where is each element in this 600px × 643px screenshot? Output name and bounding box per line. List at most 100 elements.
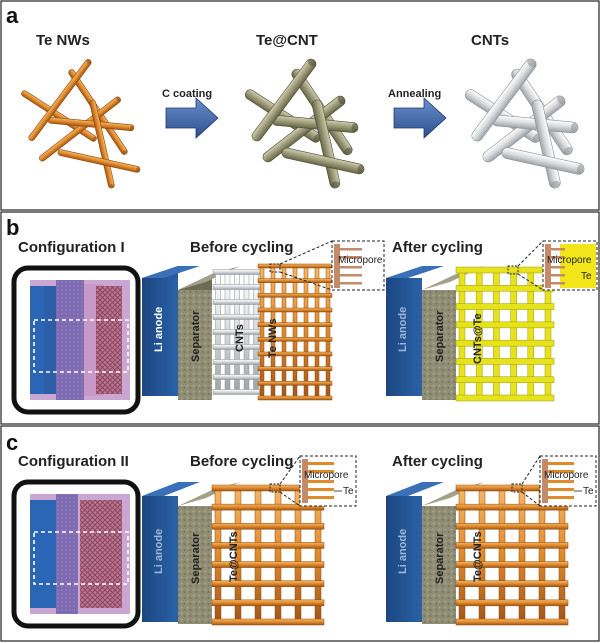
te-cnt-rod bbox=[251, 58, 317, 142]
te-cnt-bar bbox=[211, 503, 325, 511]
cnt-te-grid bbox=[455, 266, 555, 402]
te-cnt-bar bbox=[211, 580, 325, 587]
c-inset2-micropore: Micropore bbox=[544, 470, 589, 481]
panel-a-letter: a bbox=[6, 3, 19, 28]
c-before-title: Before cycling bbox=[190, 453, 293, 470]
te-cnt-rod bbox=[281, 147, 365, 175]
cnt-tubes bbox=[464, 58, 585, 189]
panel-a: a Te NWs Te@CNT CNTs C coating Annealing bbox=[0, 0, 600, 211]
te-nanowire bbox=[57, 149, 141, 173]
cnt-te-bar bbox=[455, 339, 555, 347]
te-cnt-bar bbox=[455, 503, 569, 511]
cnt-te-bar bbox=[455, 358, 555, 365]
te-cnt-bar bbox=[211, 599, 325, 607]
cnt-bar bbox=[212, 374, 262, 380]
te-cnt-bar bbox=[455, 618, 569, 626]
b-anode-label: Li anode bbox=[153, 307, 165, 352]
b-after-anode-label: Li anode bbox=[397, 307, 409, 352]
te-cnt-bar bbox=[455, 561, 569, 568]
arrow-annealing bbox=[393, 97, 447, 139]
c-before-block: Li anode Separator Te@CNTs bbox=[142, 482, 325, 626]
te-nanowire bbox=[28, 59, 92, 141]
te-nw-bar bbox=[257, 307, 333, 313]
cnt-te-bar bbox=[455, 321, 555, 329]
cnt-bar bbox=[212, 284, 262, 290]
cnt-rod bbox=[471, 58, 537, 142]
te-nw-bar bbox=[257, 337, 333, 342]
te-nw-bar bbox=[257, 293, 333, 298]
config-2-title: Configuration II bbox=[18, 453, 129, 470]
c-inset2-te: Te bbox=[583, 486, 594, 497]
c-after-title: After cycling bbox=[392, 453, 483, 470]
config-1-title: Configuration I bbox=[18, 239, 125, 256]
panel-c-letter: c bbox=[6, 430, 18, 455]
arrow-c-coating bbox=[165, 97, 219, 139]
cnt-te-bar bbox=[455, 303, 555, 310]
te-nw-bar bbox=[292, 265, 298, 399]
c-inset-before: Micropore Te bbox=[269, 455, 357, 507]
b-inset-after: Micropore Te bbox=[507, 240, 598, 291]
panel-b-frame bbox=[0, 211, 600, 425]
cnt-bar bbox=[212, 359, 262, 365]
te-cnt-bar bbox=[211, 618, 325, 626]
b-inset2-micropore: Micropore bbox=[547, 255, 592, 266]
te-nw-bar bbox=[257, 381, 333, 386]
c-inset-after: Micropore Te bbox=[511, 455, 597, 507]
c-inset1-micropore: Micropore bbox=[304, 470, 349, 481]
te-nw-bar bbox=[259, 265, 265, 399]
te-nanowires bbox=[21, 59, 141, 189]
b-after-composite-label: CNTs@Te bbox=[472, 313, 484, 364]
b-after-block: Li anode Separator CNTs@Te bbox=[386, 266, 555, 402]
b-before-title: Before cycling bbox=[190, 239, 293, 256]
te-nw-grid bbox=[257, 263, 333, 401]
te-cnt-bar bbox=[455, 542, 569, 549]
te-cnt-bar bbox=[455, 580, 569, 587]
cell-schematic-1 bbox=[11, 265, 141, 415]
c-inset1-te: Te bbox=[343, 486, 354, 497]
b-inset-before: Micropore bbox=[269, 240, 385, 291]
te-nw-bar bbox=[257, 395, 333, 401]
c-separator-label: Separator bbox=[190, 532, 202, 584]
cnt-te-bar bbox=[455, 266, 555, 274]
te-nw-bar bbox=[257, 322, 333, 327]
cell-schematic-2 bbox=[11, 479, 141, 629]
b-cnt-label: CNTs bbox=[234, 324, 246, 352]
cnt-bar bbox=[212, 269, 262, 275]
te-nw-bar bbox=[257, 351, 333, 357]
te-cnt-bar bbox=[211, 561, 325, 568]
cnt-te-bar bbox=[455, 376, 555, 383]
cnt-bar bbox=[212, 314, 262, 320]
cnt-te-bar bbox=[455, 285, 555, 292]
te-nw-bar bbox=[257, 263, 333, 269]
te-cnt-grid bbox=[211, 484, 325, 626]
c-after-separator-label: Separator bbox=[434, 532, 446, 584]
stage-te-nws-label: Te NWs bbox=[36, 32, 90, 49]
panel-b: b Configuration I Before cycling After c… bbox=[0, 211, 600, 425]
b-after-separator-label: Separator bbox=[434, 310, 446, 362]
te-cnt-bar bbox=[455, 523, 569, 530]
arrow-c-coating-label: C coating bbox=[162, 88, 212, 100]
panel-c: c Configuration II Before cycling After … bbox=[0, 425, 600, 642]
cnt-bar bbox=[212, 299, 262, 305]
te-nw-bar bbox=[303, 265, 309, 399]
te-nw-bar bbox=[325, 265, 331, 399]
c-anode-label: Li anode bbox=[153, 529, 165, 574]
arrow-annealing-label: Annealing bbox=[388, 88, 441, 100]
te-nw-bar bbox=[257, 366, 333, 371]
cnt-te-bar bbox=[455, 394, 555, 402]
cnt-rod bbox=[501, 147, 585, 175]
b-inset2-te: Te bbox=[581, 271, 592, 282]
b-before-block: Li anode Separator CNTs Te NWs bbox=[142, 263, 333, 401]
te-cnt-nanowires bbox=[244, 58, 365, 189]
b-separator-label: Separator bbox=[190, 310, 202, 362]
te-nw-bar bbox=[281, 265, 287, 399]
c-after-anode-label: Li anode bbox=[397, 529, 409, 574]
te-nanowire bbox=[39, 96, 121, 162]
panel-c-frame bbox=[0, 425, 600, 642]
b-te-nw-label: Te NWs bbox=[267, 318, 279, 358]
panel-a-frame bbox=[0, 0, 600, 211]
cnt-bar bbox=[212, 389, 262, 395]
te-cnt-bar bbox=[211, 542, 325, 549]
panel-b-letter: b bbox=[6, 215, 19, 240]
